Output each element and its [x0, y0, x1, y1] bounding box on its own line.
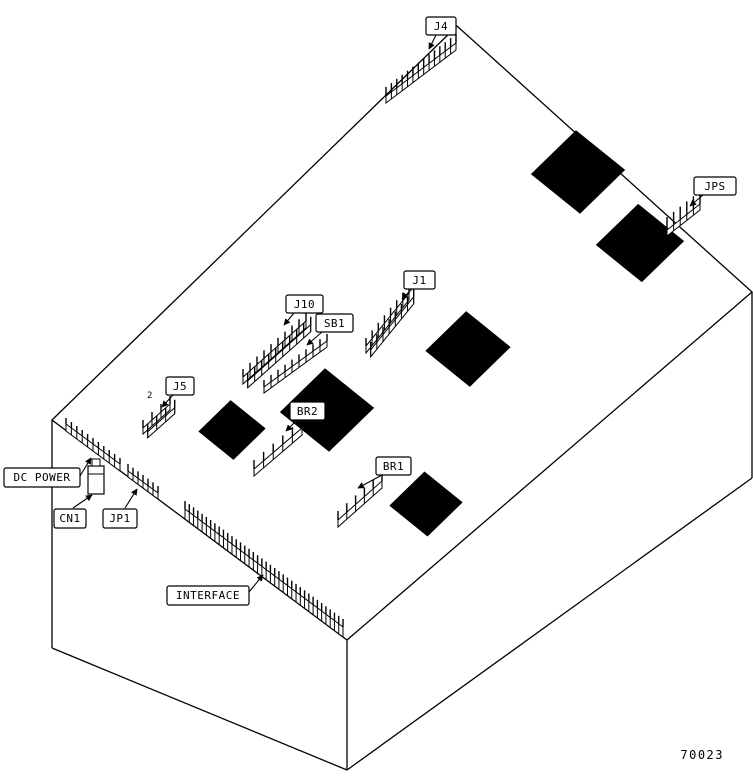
- label-j1: J1: [401, 270, 436, 300]
- label-text-j4: J4: [434, 20, 448, 33]
- connector-j1: [365, 285, 415, 359]
- label-cn1: CN1: [53, 494, 93, 529]
- label-text-interface: INTERFACE: [176, 589, 240, 602]
- connector-j5: [142, 396, 176, 439]
- label-text-j5: J5: [173, 380, 187, 393]
- label-dc-power: DC POWER: [3, 457, 92, 488]
- label-box-interface: [166, 585, 250, 606]
- connector-j10: [242, 313, 312, 389]
- label-text-jp1: JP1: [109, 512, 130, 525]
- label-box-br2: [289, 401, 326, 421]
- connector-dc-power: [65, 418, 121, 472]
- label-j10: J10: [283, 294, 324, 326]
- connector-j4: [385, 34, 457, 105]
- label-box-jps: [693, 176, 737, 196]
- label-box-j5: [165, 376, 195, 396]
- leader-arrow-j10: [283, 312, 295, 326]
- case-wireframe: [51, 292, 753, 771]
- chip-1: [530, 130, 626, 214]
- label-box-j10: [285, 294, 324, 314]
- leader-arrow-jp1: [124, 488, 138, 509]
- label-box-j4: [425, 16, 457, 36]
- label-box-br1: [375, 456, 412, 476]
- leader-arrow-j4: [428, 34, 437, 50]
- label-br2: BR2: [285, 401, 326, 432]
- label-box-jp1: [102, 508, 138, 529]
- connector-interface: [184, 501, 344, 638]
- leader-arrow-interface: [248, 574, 264, 593]
- connector-jps: [666, 191, 701, 238]
- label-text-jps: JPS: [704, 180, 725, 193]
- label-sb1: SB1: [306, 313, 354, 346]
- connectors: [65, 34, 701, 638]
- annotation-0: 2: [147, 391, 152, 401]
- label-text-j10: J10: [294, 298, 315, 311]
- chip-4: [279, 368, 375, 452]
- chip-6: [389, 471, 463, 537]
- label-br1: BR1: [357, 456, 412, 489]
- label-text-dc-power: DC POWER: [14, 471, 71, 484]
- board-top-face: [51, 25, 753, 641]
- label-box-sb1: [315, 313, 354, 333]
- figure-number: 70023: [680, 748, 724, 762]
- label-box-j1: [403, 270, 436, 290]
- chip-3: [425, 311, 511, 387]
- cn1-jack: [87, 458, 105, 495]
- connector-sb1: [263, 334, 328, 394]
- label-text-br2: BR2: [297, 405, 318, 418]
- label-box-cn1: [53, 508, 87, 529]
- label-text-cn1: CN1: [59, 512, 80, 525]
- ic-chips: [198, 130, 685, 537]
- leader-arrow-jps: [689, 194, 704, 207]
- leader-arrow-dc-power: [79, 457, 92, 477]
- leader-arrow-sb1: [306, 331, 323, 346]
- connector-jp1: [127, 464, 159, 500]
- chip-2: [595, 203, 685, 283]
- connector-br1: [337, 472, 383, 529]
- leader-arrow-cn1: [72, 494, 93, 509]
- leader-arrow-br2: [285, 419, 298, 432]
- label-interface: INTERFACE: [166, 574, 264, 606]
- chip-5: [198, 400, 266, 460]
- label-j4: J4: [425, 16, 457, 50]
- label-j5: J5: [161, 376, 195, 408]
- leader-arrow-j1: [401, 288, 413, 300]
- label-text-j1: J1: [412, 274, 426, 287]
- leader-arrow-br1: [357, 474, 383, 489]
- label-text-br1: BR1: [383, 460, 404, 473]
- label-text-sb1: SB1: [324, 317, 345, 330]
- label-jp1: JP1: [102, 488, 138, 529]
- leader-arrow-j5: [161, 394, 174, 408]
- label-box-dc-power: [3, 467, 81, 488]
- label-jps: JPS: [689, 176, 737, 207]
